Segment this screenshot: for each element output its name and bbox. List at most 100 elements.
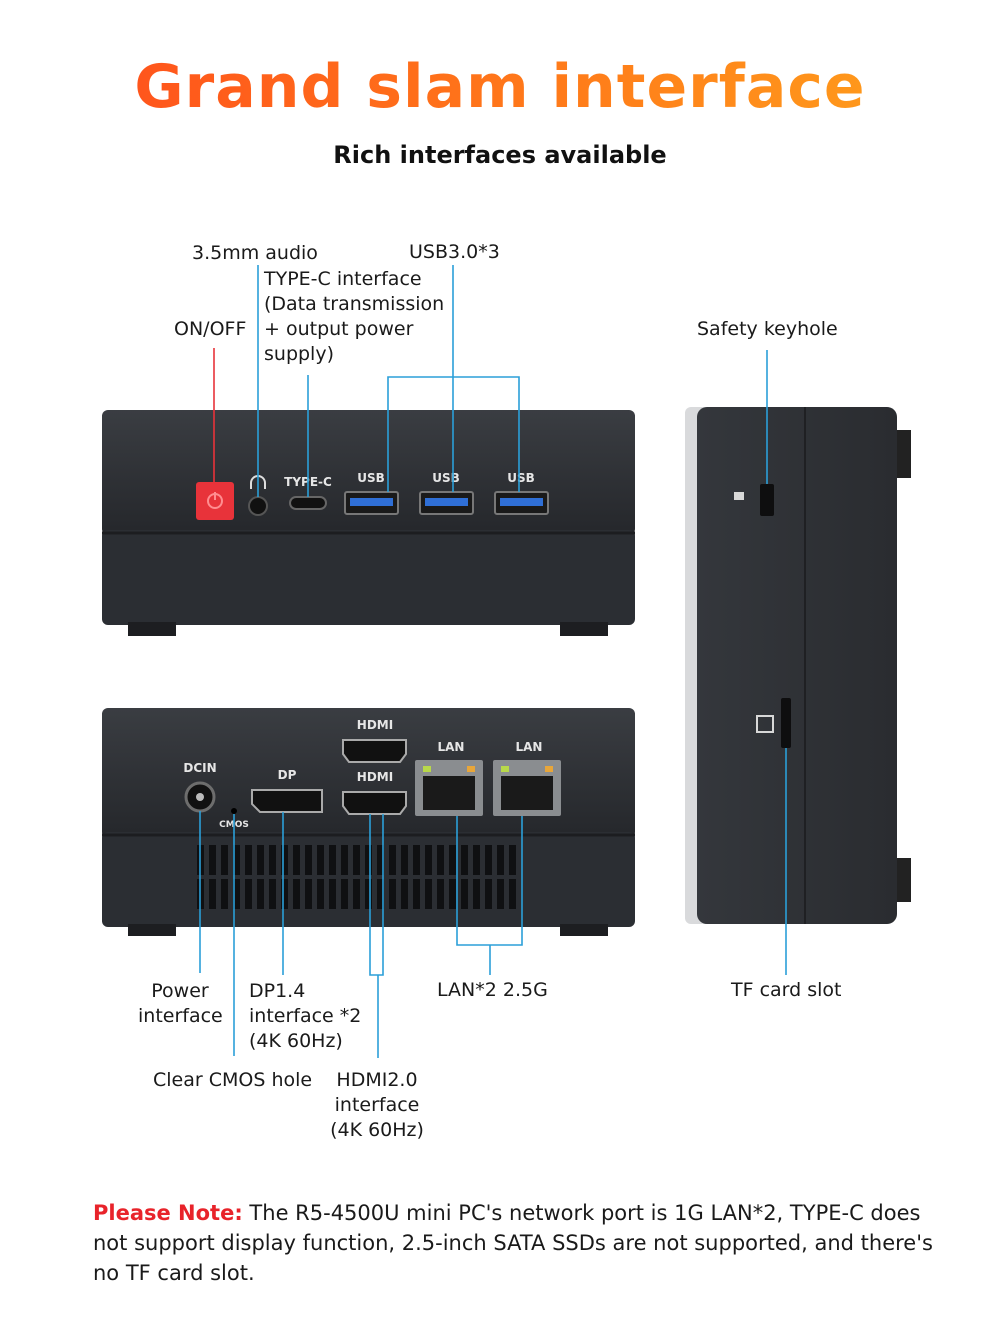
vent-slot xyxy=(377,845,384,875)
vent-slot xyxy=(245,845,252,875)
dp-label: DP1.4 interface *2 (4K 60Hz) xyxy=(249,980,362,1052)
vent-slot xyxy=(365,879,372,909)
cmos-hole-icon xyxy=(231,808,237,814)
vent-slot xyxy=(509,845,516,875)
dp-port-label: DP xyxy=(278,768,297,782)
vent-slot xyxy=(257,879,264,909)
hdmi-group-callout xyxy=(369,814,384,976)
vent-slot xyxy=(281,845,288,875)
vent-slot xyxy=(353,879,360,909)
vent-slot xyxy=(509,879,516,909)
lan-label: LAN*2 2.5G xyxy=(437,979,548,1001)
front-device: TYPE-C USB USB USB xyxy=(102,410,635,636)
lock-icon xyxy=(734,492,744,500)
vent-slot xyxy=(269,879,276,909)
vent-slot xyxy=(497,879,504,909)
lan-port-icon xyxy=(493,760,561,816)
tf-label: TF card slot xyxy=(731,979,842,1001)
usb-port-label: USB xyxy=(507,471,535,485)
audio-label: 3.5mm audio xyxy=(192,242,318,264)
back-device: HDMI HDMI LAN LAN DCIN DP CMOS xyxy=(102,708,635,936)
vent-slot xyxy=(293,845,300,875)
usb-port-icon xyxy=(494,491,549,515)
usb-port-label: USB xyxy=(357,471,385,485)
vent-slot xyxy=(305,845,312,875)
vent-slot xyxy=(341,879,348,909)
lan-port-label: LAN xyxy=(438,740,465,754)
vent-slot xyxy=(437,879,444,909)
headphone-icon xyxy=(250,475,266,489)
vent-slot xyxy=(377,879,384,909)
vent-slot xyxy=(389,845,396,875)
hdmi-port-icon xyxy=(342,739,407,763)
vent-slot xyxy=(413,845,420,875)
lan-port-icon xyxy=(415,760,483,816)
vent-slot xyxy=(461,879,468,909)
power-label: Power interface xyxy=(138,980,223,1027)
vent-slot xyxy=(209,845,216,875)
vent-slot xyxy=(497,845,504,875)
keyhole-label: Safety keyhole xyxy=(697,318,838,340)
hdmi-port-label: HDMI xyxy=(357,770,393,784)
vent-slot xyxy=(209,879,216,909)
vent-grille xyxy=(197,845,516,909)
lan-port-label: LAN xyxy=(516,740,543,754)
vent-slot xyxy=(413,879,420,909)
vent-slot xyxy=(473,845,480,875)
keyhole-slot-icon xyxy=(760,484,774,516)
side-device xyxy=(685,407,911,924)
vent-slot xyxy=(221,845,228,875)
tf-slot-icon xyxy=(781,698,791,748)
vent-slot xyxy=(233,879,240,909)
vent-slot xyxy=(257,845,264,875)
vent-slot xyxy=(221,879,228,909)
page-subtitle: Rich interfaces available xyxy=(333,141,667,169)
vent-slot xyxy=(473,879,480,909)
note-text: The R5-4500U mini PC's network port is 1… xyxy=(93,1201,933,1285)
vent-slot xyxy=(449,845,456,875)
vent-slot xyxy=(329,879,336,909)
usb-port-icon xyxy=(344,491,399,515)
note-prefix: Please Note: xyxy=(93,1201,243,1225)
vent-slot xyxy=(461,845,468,875)
note-paragraph: Please Note: The R5-4500U mini PC's netw… xyxy=(93,1198,933,1288)
vent-slot xyxy=(317,879,324,909)
vent-slot xyxy=(305,879,312,909)
hdmi-label: HDMI2.0 interface (4K 60Hz) xyxy=(330,1069,424,1141)
vent-slot xyxy=(269,845,276,875)
vent-slot xyxy=(317,845,324,875)
vent-slot xyxy=(401,879,408,909)
callout-lines xyxy=(199,265,787,1058)
sd-card-icon xyxy=(756,715,774,733)
vent-slot xyxy=(293,879,300,909)
vent-slot xyxy=(353,845,360,875)
audio-jack-icon xyxy=(248,496,268,516)
power-button-icon xyxy=(196,482,234,520)
vent-slot xyxy=(425,879,432,909)
hdmi-port-label: HDMI xyxy=(357,718,393,732)
vent-slot xyxy=(365,845,372,875)
typec-port-icon xyxy=(289,496,327,510)
vent-slot xyxy=(329,845,336,875)
usb-port-icon xyxy=(419,491,474,515)
vent-slot xyxy=(485,879,492,909)
vent-slot xyxy=(281,879,288,909)
cmos-label: Clear CMOS hole xyxy=(153,1069,313,1091)
vent-slot xyxy=(389,879,396,909)
usb3-label: USB3.0*3 xyxy=(409,241,500,263)
dcin-port-label: DCIN xyxy=(183,761,216,775)
vent-slot xyxy=(245,879,252,909)
vent-slot xyxy=(485,845,492,875)
hdmi-port-icon xyxy=(342,791,407,815)
page-title: Grand slam interface xyxy=(0,52,1000,122)
dp-port-icon xyxy=(251,789,323,813)
vent-slot xyxy=(437,845,444,875)
vent-slot xyxy=(425,845,432,875)
vent-slot xyxy=(401,845,408,875)
typec-label: TYPE-C interface (Data transmission + ou… xyxy=(264,268,445,365)
onoff-label: ON/OFF xyxy=(174,318,247,340)
vent-slot xyxy=(233,845,240,875)
vent-slot xyxy=(341,845,348,875)
usb-port-label: USB xyxy=(432,471,460,485)
